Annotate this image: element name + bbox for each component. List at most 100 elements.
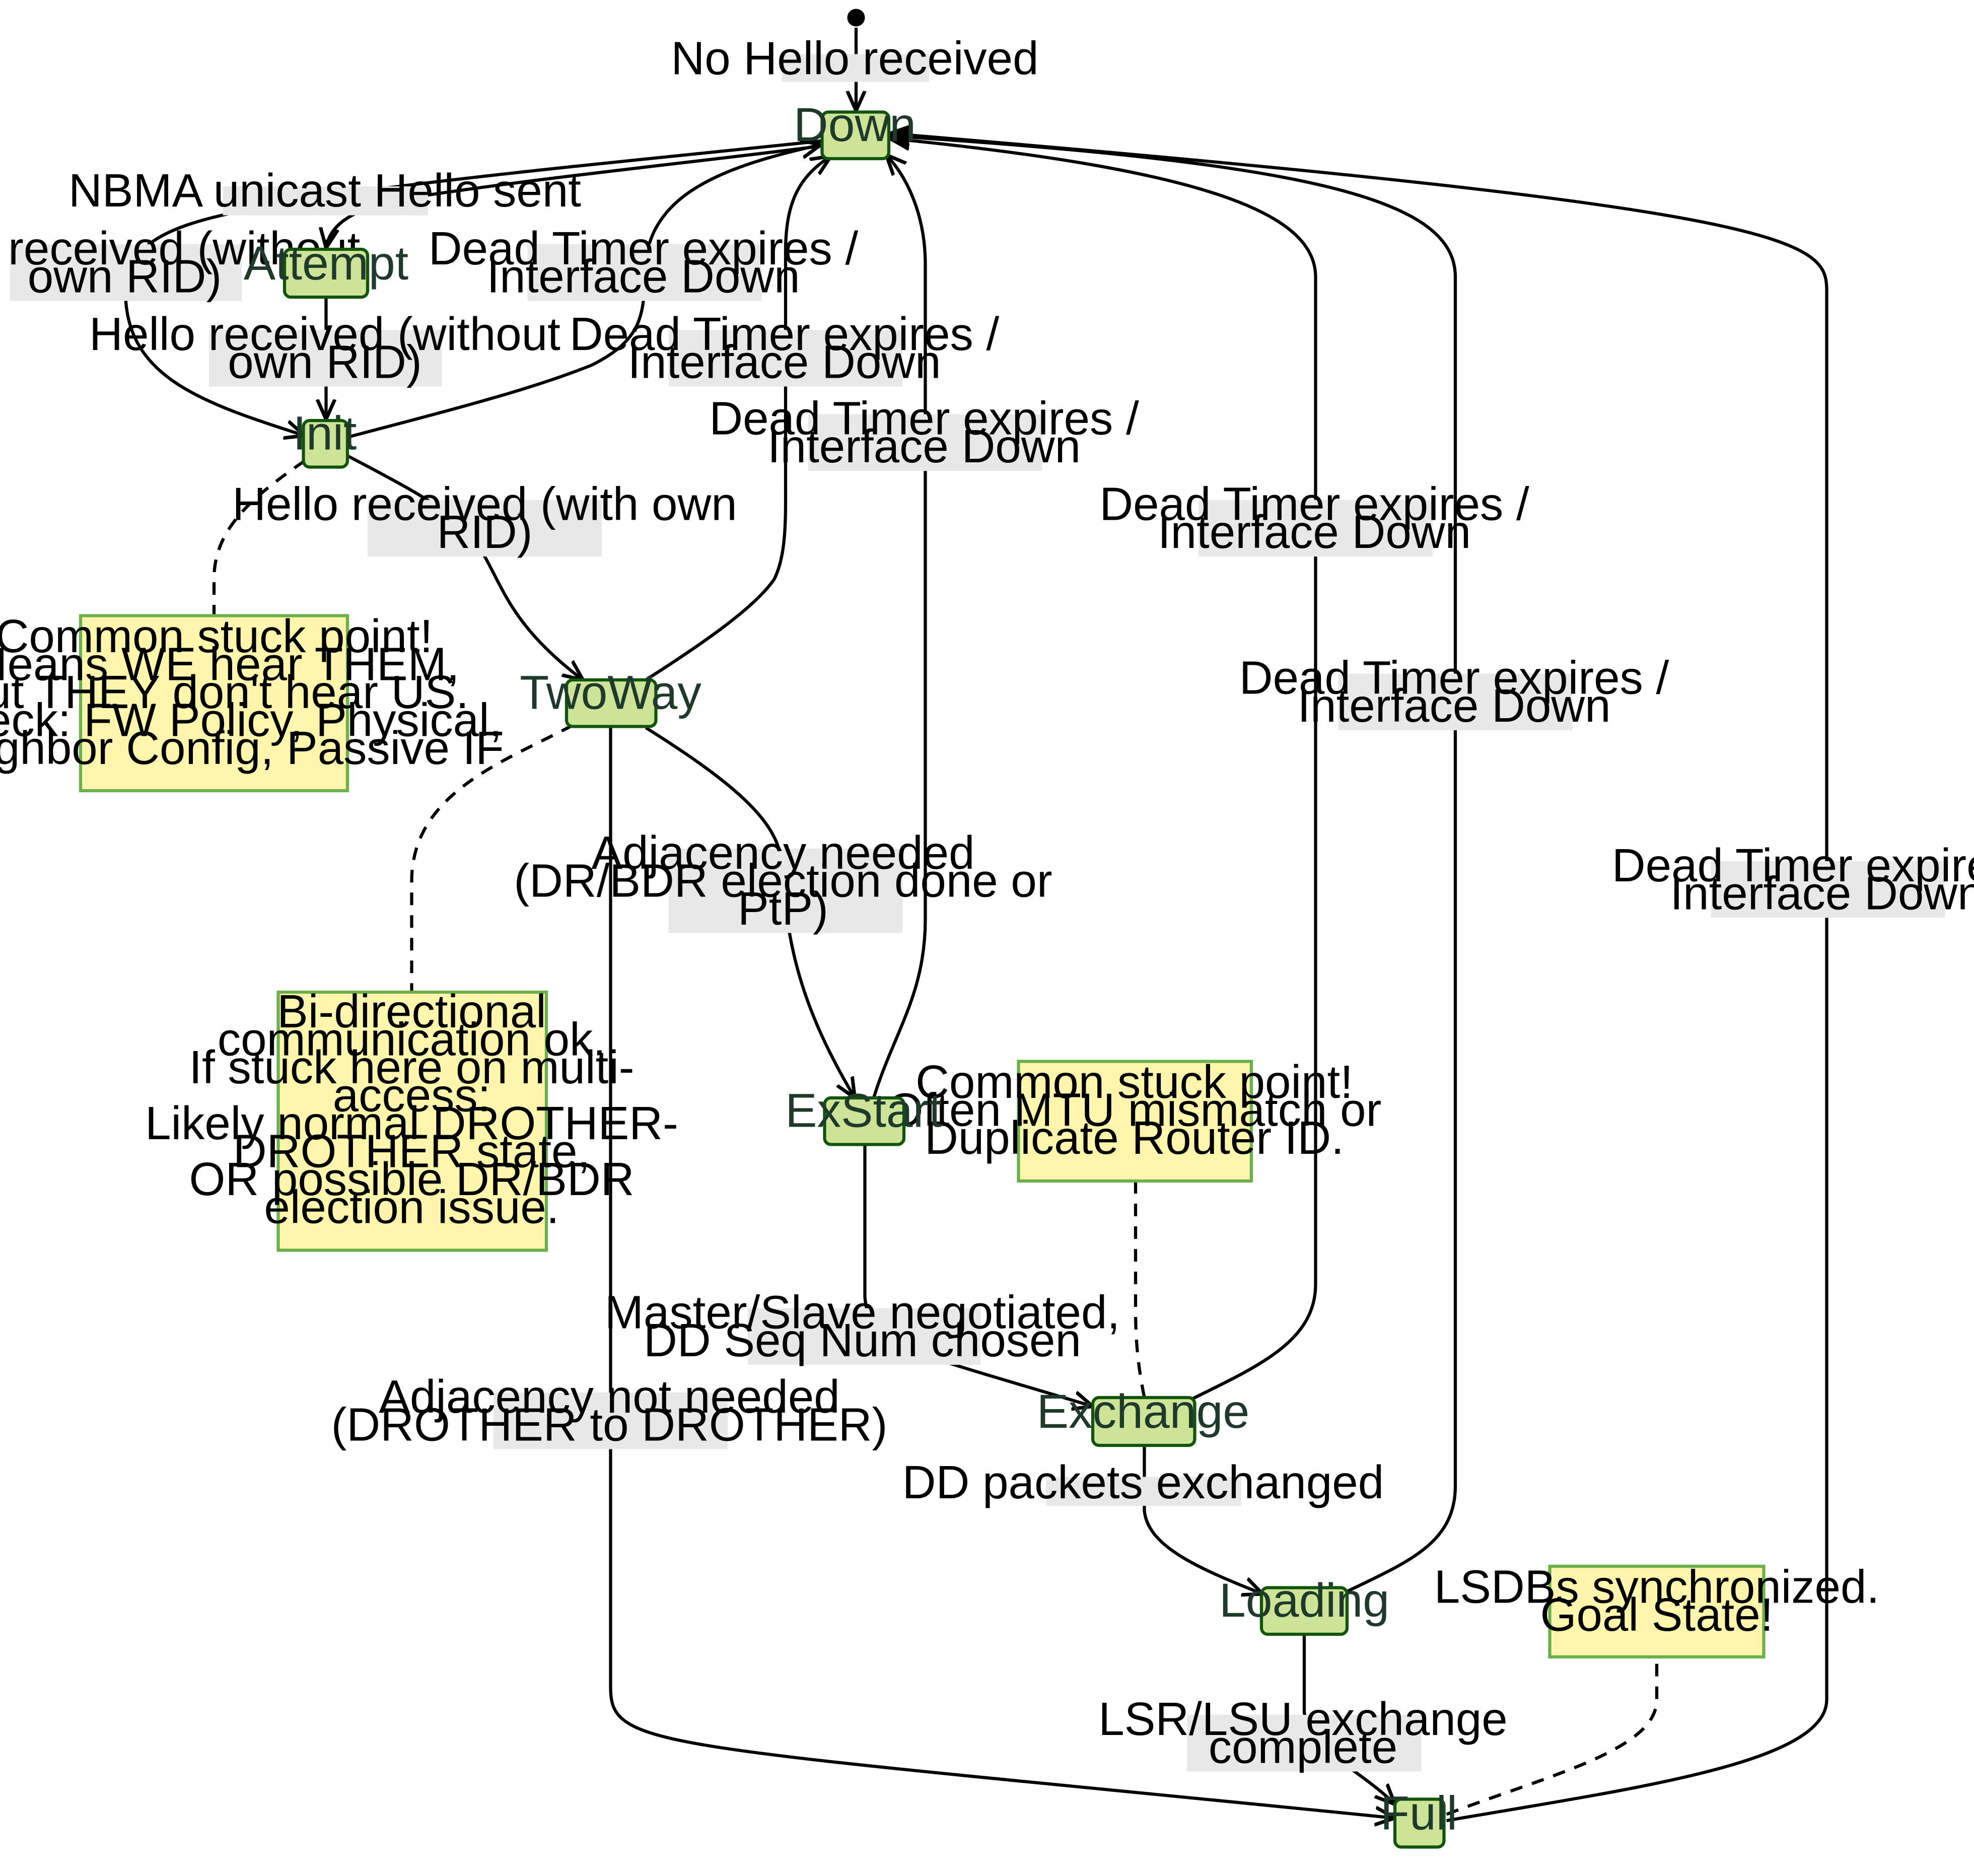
edge-label-line: Dead Timer expires / bbox=[709, 392, 1139, 445]
note-line: Likely normal DROTHER- bbox=[145, 1097, 678, 1149]
svg-text:Exchange: Exchange bbox=[1037, 1385, 1250, 1438]
edge-down-init bbox=[124, 139, 821, 436]
edge-label-line: LSR/LSU exchange bbox=[1098, 1693, 1507, 1745]
edge-label-line: Dead Timer expires / bbox=[570, 308, 1000, 360]
edge-label-line: Dead Timer expires / bbox=[1612, 839, 1974, 891]
state-full[interactable]: Full bbox=[1380, 1787, 1457, 1849]
edge-label-start-down: No Hello received bbox=[671, 32, 1038, 85]
state-exstart[interactable]: ExStart bbox=[785, 1084, 942, 1146]
edge-exstart-exchange bbox=[863, 1143, 1093, 1407]
state-down[interactable]: Down bbox=[794, 98, 916, 161]
edge-label-full-down: Dead Timer expires /Interface Down bbox=[1612, 839, 1974, 920]
edge-label-line: RID) bbox=[437, 506, 532, 558]
note-line: Means WE hear THEM, bbox=[0, 638, 459, 690]
notes: Common stuck point! Means WE hear THEM,bu… bbox=[0, 610, 1879, 1659]
svg-text:Adjacency not needed(DROTHER t: Adjacency not needed(DROTHER to DROTHER) bbox=[331, 1370, 888, 1451]
note-link-init bbox=[212, 459, 306, 616]
svg-text:Dead Timer expires /Interface: Dead Timer expires /Interface Down bbox=[1099, 478, 1529, 559]
edge-label-line: Interface Down bbox=[1297, 679, 1610, 732]
edge-labels: No Hello received NBMA unicast Hello sen… bbox=[0, 32, 1974, 1773]
edge-label-exchange-down: Dead Timer expires /Interface Down bbox=[1099, 478, 1529, 559]
state-exchange[interactable]: Exchange bbox=[1037, 1385, 1250, 1447]
note-init-stuck: Common stuck point!Means WE hear THEM,bu… bbox=[0, 610, 504, 793]
edge-label-line: Dead Timer expires / bbox=[1239, 652, 1669, 704]
edge-label-exchange-loading: DD packets exchanged bbox=[902, 1456, 1384, 1508]
note-line: access: bbox=[333, 1069, 491, 1122]
note-line: Goal State! bbox=[1540, 1588, 1774, 1641]
note-line: LSDBs synchronized. bbox=[1434, 1561, 1879, 1613]
svg-text:Init: Init bbox=[293, 407, 357, 460]
note-line: Duplicate Router ID. bbox=[925, 1111, 1344, 1164]
svg-text:Dead Timer expires /Interface: Dead Timer expires /Interface Down bbox=[1612, 839, 1974, 920]
svg-text:DD packets exchanged: DD packets exchanged bbox=[902, 1456, 1384, 1508]
state-twoway[interactable]: TwoWay bbox=[520, 666, 701, 728]
note-line: DROTHER state, bbox=[233, 1125, 590, 1177]
note-link-exchange bbox=[1134, 1181, 1146, 1398]
svg-text:Full: Full bbox=[1380, 1787, 1457, 1840]
svg-text:Dead Timer expires /Interface: Dead Timer expires /Interface Down bbox=[1239, 652, 1669, 732]
edge-label-line: Interface Down bbox=[627, 336, 941, 388]
edge-label-line: Dead Timer expires / bbox=[1099, 478, 1529, 530]
note-exchange-stuck: Common stuck point!Often MTU mismatch or… bbox=[887, 1056, 1382, 1183]
edge-full-down bbox=[890, 133, 1828, 1823]
edge-label-line: Interface Down bbox=[1670, 867, 1974, 920]
note-line: but THEY don't hear US. bbox=[0, 666, 469, 718]
note-line: election issue. bbox=[264, 1181, 559, 1233]
note-line: Check: FW Policy, Physical, bbox=[0, 694, 502, 746]
svg-text:Master/Slave negotiated,DD Seq: Master/Slave negotiated,DD Seq Num chose… bbox=[605, 1286, 1120, 1367]
note-links bbox=[212, 459, 1659, 1816]
edge-label-twoway-full: Adjacency not needed(DROTHER to DROTHER) bbox=[331, 1370, 888, 1451]
svg-text:Attempt: Attempt bbox=[244, 237, 408, 290]
state-loading[interactable]: Loading bbox=[1219, 1574, 1389, 1636]
svg-text:Loading: Loading bbox=[1219, 1574, 1389, 1627]
note-line: Often MTU mismatch or bbox=[887, 1084, 1382, 1136]
note-line: If stuck here on multi- bbox=[189, 1041, 634, 1093]
edge-label-line: DD Seq Num chosen bbox=[644, 1314, 1081, 1366]
edge-label-init-down: Dead Timer expires /Interface Down bbox=[429, 222, 859, 302]
edge-label-line: Interface Down bbox=[1158, 506, 1471, 558]
edge-label-loading-down: Dead Timer expires /Interface Down bbox=[1239, 652, 1669, 732]
edge-label-line: Interface Down bbox=[767, 420, 1081, 472]
state-attempt[interactable]: Attempt bbox=[244, 237, 408, 299]
edge-label-line: Hello received (with own bbox=[232, 478, 737, 530]
note-link-full bbox=[1446, 1657, 1659, 1816]
edge-label-down-attempt: NBMA unicast Hello sent bbox=[68, 164, 581, 217]
edges bbox=[124, 28, 1828, 1823]
edge-label-line: Hello received (without bbox=[89, 308, 560, 360]
edge-label-twoway-exstart: Adjacency needed(DR/BDR election done or… bbox=[514, 826, 1052, 935]
note-line: Neighbor Config, Passive IF bbox=[0, 722, 504, 774]
svg-text:TwoWay: TwoWay bbox=[520, 666, 701, 720]
edge-label-line: Master/Slave negotiated, bbox=[605, 1286, 1120, 1339]
states: Down Attempt Init TwoWay ExStart Exchang… bbox=[244, 98, 1457, 1849]
edge-exchange-loading bbox=[1143, 1445, 1263, 1594]
note-link-twoway bbox=[410, 724, 574, 992]
edge-label-line: Adjacency not needed bbox=[379, 1370, 839, 1423]
svg-text:Dead Timer expires /Interface: Dead Timer expires /Interface Down bbox=[570, 308, 1000, 388]
note-line: Common stuck point! bbox=[915, 1056, 1353, 1108]
note-line: communication ok. bbox=[218, 1013, 606, 1066]
state-init[interactable]: Init bbox=[293, 407, 357, 469]
initial-state-dot bbox=[847, 9, 865, 27]
note-line: OR possible DR/BDR bbox=[189, 1153, 634, 1205]
svg-text:Dead Timer expires /Interface: Dead Timer expires /Interface Down bbox=[429, 222, 859, 302]
edge-label-line: own RID) bbox=[28, 250, 222, 303]
edge-label-line: Adjacency needed bbox=[591, 826, 974, 879]
edge-loading-down bbox=[890, 136, 1457, 1593]
svg-text:ExStart: ExStart bbox=[785, 1084, 942, 1138]
edge-down-attempt bbox=[326, 144, 821, 248]
svg-text:Adjacency needed(DR/BDR electi: Adjacency needed(DR/BDR election done or… bbox=[514, 826, 1052, 935]
svg-text:NBMA unicast Hello sent: NBMA unicast Hello sent bbox=[68, 164, 581, 217]
edge-exstart-down bbox=[872, 155, 927, 1098]
edge-label-exstart-down: Dead Timer expires /Interface Down bbox=[709, 392, 1139, 473]
edge-exchange-down bbox=[890, 138, 1317, 1402]
edge-label-line: (DROTHER to DROTHER) bbox=[331, 1399, 888, 1451]
edge-twoway-full bbox=[609, 725, 1395, 1818]
edge-label-line: Interface Down bbox=[486, 250, 800, 303]
edge-label-line: PtP) bbox=[738, 882, 828, 935]
